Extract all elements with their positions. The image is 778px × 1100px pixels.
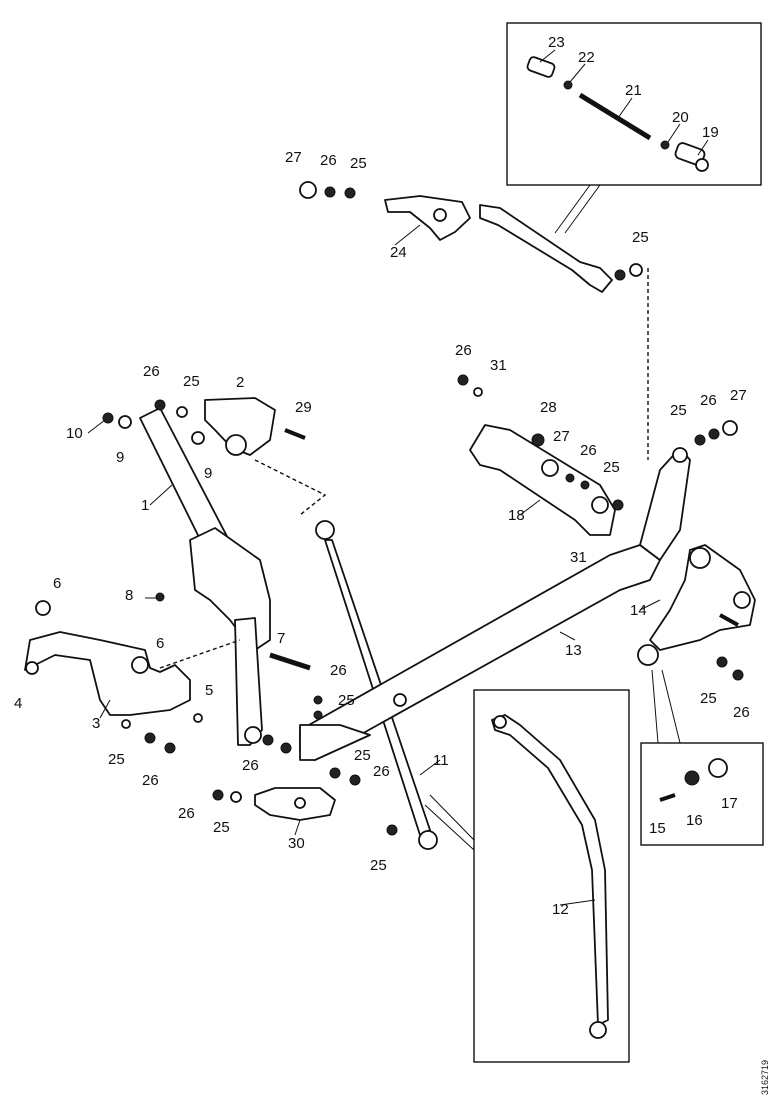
callout-27-top: 27 (285, 149, 302, 166)
callout-29: 29 (295, 399, 312, 416)
callout-26-mid: 26 (580, 442, 597, 459)
callout-26-arm-bottom: 26 (242, 757, 259, 774)
callout-31-top: 31 (490, 357, 507, 374)
cross-member-13 (299, 544, 661, 761)
callout-26-cross: 26 (373, 763, 390, 780)
callout-12: 12 (552, 901, 569, 918)
callout-31-bottom: 31 (570, 549, 587, 566)
callout-13: 13 (565, 642, 582, 659)
callout-24: 24 (390, 244, 407, 261)
callout-7: 7 (277, 630, 285, 647)
callout-15: 15 (649, 820, 666, 837)
callout-9-left: 9 (116, 449, 124, 466)
upper-link-24 (299, 181, 643, 293)
callout-labels: 23 22 21 20 19 27 26 25 24 25 26 31 26 2… (14, 34, 750, 918)
dashed-line-1 (254, 459, 327, 516)
callout-3: 3 (92, 715, 100, 732)
callout-26-arm1: 26 (143, 363, 160, 380)
callout-8: 8 (125, 587, 133, 604)
callout-25-bracket14: 25 (700, 690, 717, 707)
callout-26-top: 26 (320, 152, 337, 169)
callout-27-mid: 27 (553, 428, 570, 445)
callout-26-link: 26 (330, 662, 347, 679)
callout-25-link: 25 (338, 692, 355, 709)
callout-2: 2 (236, 374, 244, 391)
callout-27-right: 27 (730, 387, 747, 404)
callout-25-plate: 25 (213, 819, 230, 836)
detail-box-top (506, 22, 762, 186)
callout-25-bracket3: 25 (108, 751, 125, 768)
bracket-18 (457, 374, 738, 561)
callout-11: 11 (433, 752, 449, 769)
callout-5: 5 (205, 682, 213, 699)
callout-19: 19 (702, 124, 719, 141)
drawing-reference-code: 3162719 (760, 1060, 770, 1095)
bracket-3 (24, 600, 203, 754)
callout-26-bracket14: 26 (733, 704, 750, 721)
callout-6-top: 6 (53, 575, 61, 592)
callout-26-bracket18: 26 (455, 342, 472, 359)
callout-25-upper-right: 25 (632, 229, 649, 246)
callout-25-arm1: 25 (183, 373, 200, 390)
detail-box-fasteners (640, 742, 764, 846)
plate-30 (212, 695, 398, 836)
dashed-line-3 (159, 639, 241, 669)
fasteners-15-17 (659, 758, 728, 802)
callout-10: 10 (66, 425, 83, 442)
callout-17: 17 (721, 795, 738, 812)
callout-9-right: 9 (204, 465, 212, 482)
callout-20: 20 (672, 109, 689, 126)
callout-22: 22 (578, 49, 595, 66)
callout-25-cross: 25 (354, 747, 371, 764)
callout-25-top: 25 (350, 155, 367, 172)
callout-26-right: 26 (700, 392, 717, 409)
callout-1: 1 (141, 497, 149, 514)
callout-leaders (87, 49, 709, 906)
callout-18: 18 (508, 507, 525, 524)
callout-28: 28 (540, 399, 557, 416)
bolt-7 (155, 592, 311, 671)
callout-30: 30 (288, 835, 305, 852)
callout-4: 4 (14, 695, 22, 712)
callout-21: 21 (625, 82, 642, 99)
callout-26-plate: 26 (178, 805, 195, 822)
tie-rod-assembly (526, 56, 709, 172)
callout-16: 16 (686, 812, 703, 829)
callout-25-mid: 25 (603, 459, 620, 476)
callout-25-bottom: 25 (370, 857, 387, 874)
callout-23: 23 (548, 34, 565, 51)
callout-25-right: 25 (670, 402, 687, 419)
longitudinal-arm-1 (139, 407, 292, 754)
bracket-14 (637, 544, 756, 681)
callout-14: 14 (630, 602, 647, 619)
callout-26-bracket3: 26 (142, 772, 159, 789)
stabilizer-bar-12 (491, 714, 609, 1039)
detail-box-stabilizer (473, 689, 630, 1063)
frame-leaders (424, 184, 681, 851)
bracket-2 (102, 397, 306, 456)
callout-6-mid: 6 (156, 635, 164, 652)
